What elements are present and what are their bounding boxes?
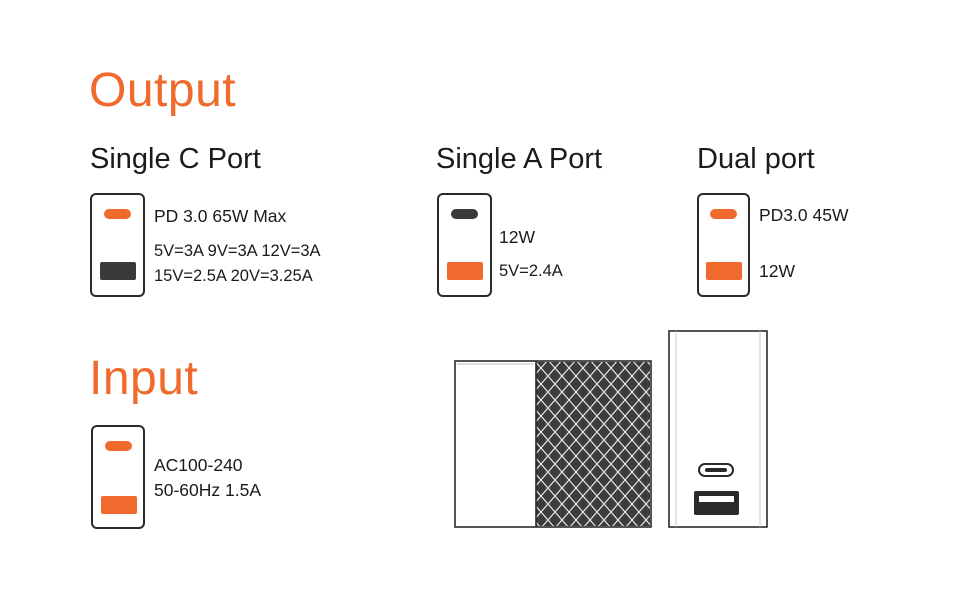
single-c-spec-voltages-1: 5V=3A 9V=3A 12V=3A [154,242,321,260]
charger-side-view-icon [454,360,652,528]
usb-a-port-active-icon [706,262,742,280]
usb-a-port-active-icon [447,262,483,280]
input-heading: Input [89,352,199,405]
usb-a-port-icon [101,496,137,514]
usb-c-port-active-icon [710,209,737,219]
input-spec-frequency: 50-60Hz 1.5A [154,480,262,500]
charger-front-view-icon [668,330,768,528]
input-spec-voltage: AC100-240 [154,455,243,475]
single-c-spec-voltages-2: 15V=2.5A 20V=3.25A [154,267,313,285]
dual-spec-c-power: PD3.0 45W [759,205,849,225]
charger-product-illustration [450,328,772,532]
output-heading: Output [89,64,237,117]
usb-c-port-icon [105,441,132,451]
usb-a-port-inactive-icon [100,262,136,280]
single-c-port-diagram-icon [90,193,145,297]
single-a-port-diagram-icon [437,193,492,297]
single-a-spec-voltage: 5V=2.4A [499,262,563,280]
usb-c-port-inactive-icon [451,209,478,219]
single-a-spec-power: 12W [499,227,535,247]
dual-spec-a-power: 12W [759,261,795,281]
usb-c-port-active-icon [104,209,131,219]
charger-svg-icon [454,330,768,528]
single-a-port-title: Single A Port [436,143,603,175]
input-port-diagram-icon [91,425,145,529]
single-c-spec-max: PD 3.0 65W Max [154,206,287,226]
dual-port-title: Dual port [697,143,815,175]
dual-port-diagram-icon [697,193,750,297]
single-c-port-title: Single C Port [90,143,261,175]
